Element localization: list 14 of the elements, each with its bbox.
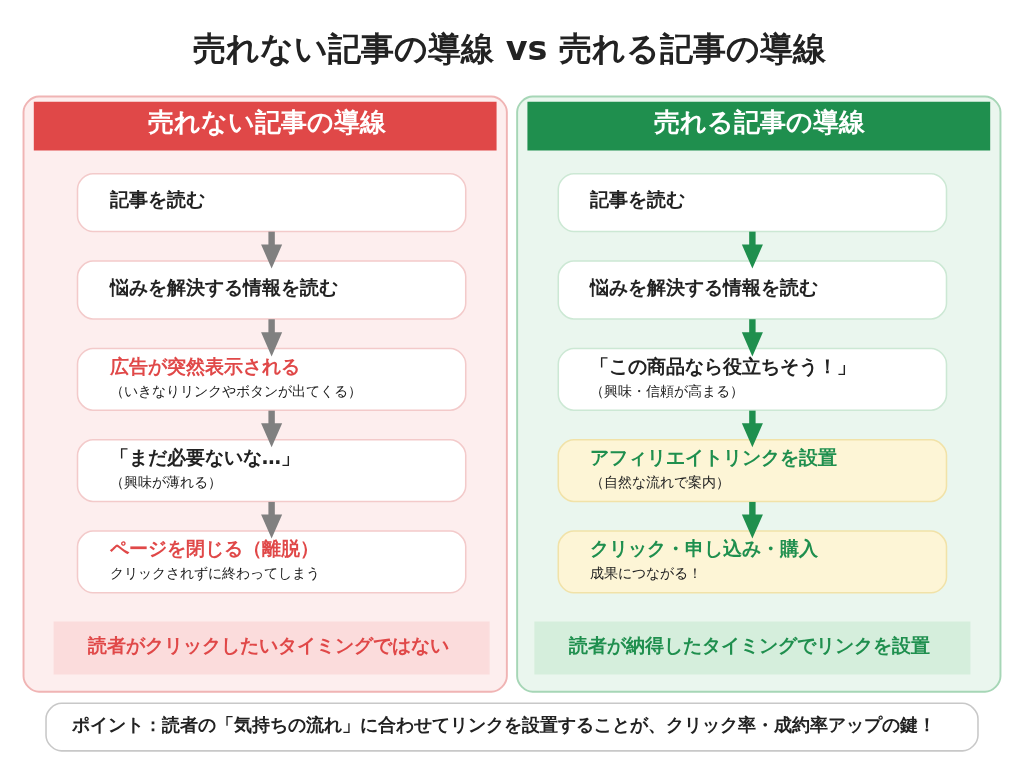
node-box: 記事を読む <box>557 172 948 232</box>
diagram-title: 売れない記事の導線 vs 売れる記事の導線 <box>193 28 827 68</box>
node-box: 悩みを解決する情報を読む <box>76 259 467 320</box>
node-box: 「まだ必要ないな…」 （興味が薄れる） <box>76 438 467 502</box>
node-box: 「この商品なら役立ちそう！」 （興味・信頼が高まる） <box>557 347 948 411</box>
arrow <box>261 501 283 539</box>
node-box: ポイント：読者の「気持ちの流れ」に合わせてリンクを設置することが、クリック率・成約率アップの鍵！ <box>45 702 979 752</box>
node-box: クリック・申し込み・購入 成果につながる！ <box>557 529 948 593</box>
arrow <box>741 501 763 539</box>
node-box: ページを閉じる（離脱） クリックされずに終わってしまう <box>76 529 467 593</box>
node-box: 悩みを解決する情報を読む <box>557 259 948 320</box>
node-box: 記事を読む <box>76 172 467 232</box>
node-box: 広告が突然表示される （いきなりリンクやボタンが出てくる） <box>76 347 467 411</box>
node-box: アフィリエイトリンクを設置 （自然な流れで案内） <box>557 438 948 502</box>
